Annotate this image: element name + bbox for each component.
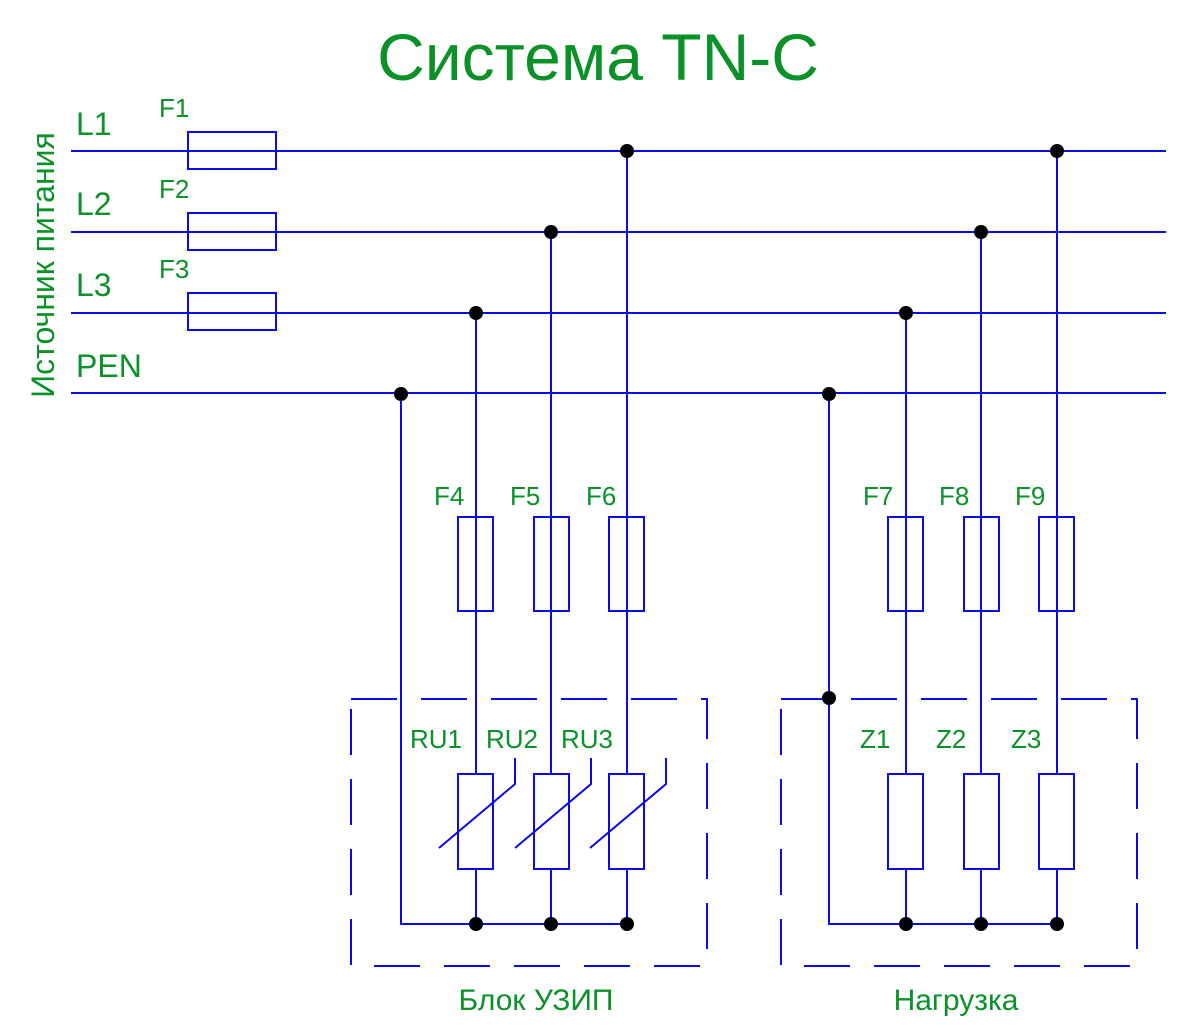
load-z3 [1038, 773, 1075, 870]
bus-label-pen: PEN [76, 348, 142, 384]
bus-label-l3: L3 [76, 267, 112, 303]
element-label-ru2: RU2 [486, 724, 538, 754]
fuse-label-f3: F3 [159, 254, 189, 284]
junction-dot [394, 387, 408, 401]
varistor-ru3 [608, 773, 645, 870]
element-label-ru3: RU3 [561, 724, 613, 754]
load-z2 [963, 773, 1000, 870]
junction-dot [822, 387, 836, 401]
junction-dot [822, 691, 836, 705]
element-label-z1: Z1 [860, 724, 890, 754]
element-label-z2: Z2 [936, 724, 966, 754]
junction-dot [974, 917, 988, 931]
bus-label-l1: L1 [76, 106, 112, 142]
varistor-ru2-slash [514, 758, 592, 849]
junction-dot [544, 225, 558, 239]
bus-label-l2: L2 [76, 186, 112, 222]
junction-dot [544, 917, 558, 931]
junction-dot [620, 917, 634, 931]
fuse-label-f5: F5 [510, 481, 540, 511]
fuse-label-f7: F7 [863, 481, 893, 511]
load-z1 [887, 773, 924, 870]
source-label: Источник питания [25, 132, 61, 398]
junction-dot [974, 225, 988, 239]
element-label-z3: Z3 [1011, 724, 1041, 754]
fuse-label-f6: F6 [586, 481, 616, 511]
fuse-label-f4: F4 [434, 481, 464, 511]
junction-dot [1050, 917, 1064, 931]
varistor-ru1-slash [438, 758, 516, 849]
diagram-title: Система TN-C [377, 20, 819, 94]
junction-dot [1050, 144, 1064, 158]
junction-dot [469, 917, 483, 931]
varistor-ru1 [457, 773, 494, 870]
junction-dot [620, 144, 634, 158]
junction-dot [899, 917, 913, 931]
fuse-f3 [187, 292, 277, 331]
load-pen-return [828, 393, 1058, 925]
fuse-f1 [187, 131, 277, 170]
fuse-label-f9: F9 [1015, 481, 1045, 511]
element-label-ru1: RU1 [410, 724, 462, 754]
junctions [394, 144, 1064, 931]
varistor-ru2 [533, 773, 570, 870]
junction-dot [469, 306, 483, 320]
fuse-label-f2: F2 [159, 174, 189, 204]
spd-block-enclosure [350, 698, 708, 967]
fuse-f2 [187, 212, 277, 251]
load-block-enclosure [780, 698, 1138, 967]
fuse-label-f8: F8 [939, 481, 969, 511]
load-block-label: Нагрузка [894, 984, 1019, 1017]
junction-dot [899, 306, 913, 320]
varistor-ru3-slash [589, 758, 667, 849]
fuse-label-f1: F1 [159, 93, 189, 123]
spd-block-label: Блок УЗИП [459, 984, 614, 1017]
